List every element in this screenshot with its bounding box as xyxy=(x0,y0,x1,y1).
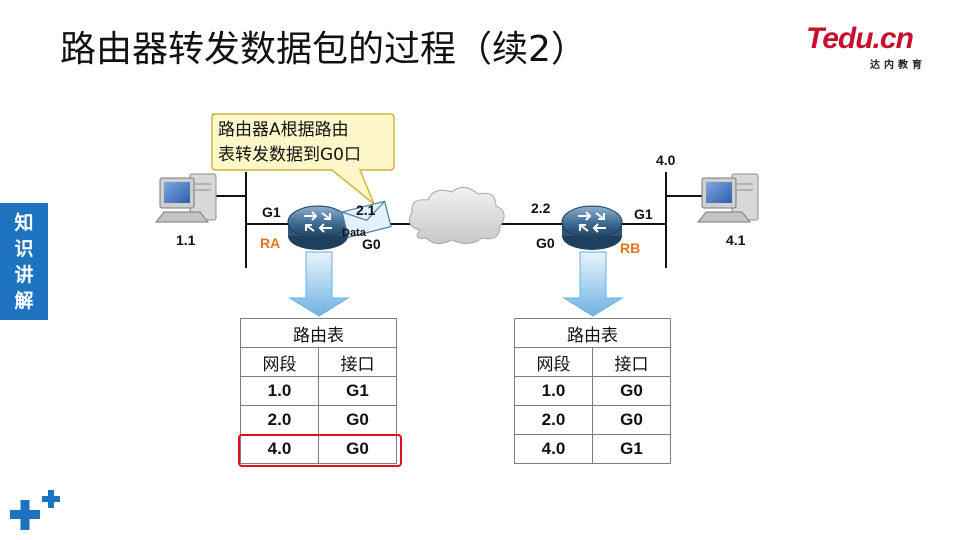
table-cell: 2.0 xyxy=(514,405,593,435)
host-left-ip: 1.1 xyxy=(176,232,196,248)
routing-table-rb: 路由表 网段 接口 1.0 G0 2.0 G0 4.0 G1 xyxy=(514,318,671,464)
envelope-icon xyxy=(341,200,392,238)
side-tab-char: 知 xyxy=(14,211,34,234)
rb-ip-label: 2.2 xyxy=(531,200,551,216)
table-cell: 1.0 xyxy=(240,376,319,406)
computer-icon xyxy=(696,173,759,223)
computer-icon xyxy=(154,173,217,223)
table-row: 4.0 G1 xyxy=(514,434,671,464)
table-caption-row: 路由表 xyxy=(240,318,397,348)
column-header: 接口 xyxy=(318,347,397,377)
routing-table-ra: 路由表 网段 接口 1.0 G1 2.0 G0 4.0 G0 xyxy=(240,318,397,464)
table-row: 1.0 G1 xyxy=(240,376,397,406)
table-cell: G0 xyxy=(592,405,671,435)
highlighted-route-row xyxy=(238,434,402,467)
side-tab-char: 讲 xyxy=(14,263,34,286)
cloud-icon xyxy=(408,187,505,244)
ra-g1-label: G1 xyxy=(262,204,281,220)
table-cell: 1.0 xyxy=(514,376,593,406)
table-cell: G1 xyxy=(592,434,671,464)
column-header: 网段 xyxy=(514,347,593,377)
table-cell: G1 xyxy=(318,376,397,406)
table-cell: 4.0 xyxy=(240,434,319,464)
table-caption: 路由表 xyxy=(240,318,397,348)
table-row: 2.0 G0 xyxy=(240,405,397,435)
host-right-ip: 4.1 xyxy=(726,232,746,248)
table-header-row: 网段 接口 xyxy=(240,347,397,377)
side-tab-char: 识 xyxy=(14,237,34,260)
packet-label: Data xyxy=(342,227,366,239)
rb-name-label: RB xyxy=(620,240,641,256)
callout-text: 路由器A根据路由 表转发数据到G0口 xyxy=(218,118,388,168)
table-row: 1.0 G0 xyxy=(514,376,671,406)
column-header: 接口 xyxy=(592,347,671,377)
callout-line: 表转发数据到G0口 xyxy=(218,145,361,165)
router-icon xyxy=(561,205,623,250)
table-cell: 2.0 xyxy=(240,405,319,435)
table-header-row: 网段 接口 xyxy=(514,347,671,377)
table-cell: G0 xyxy=(318,405,397,435)
table-caption: 路由表 xyxy=(514,318,671,348)
column-header: 网段 xyxy=(240,347,319,377)
page-title: 路由器转发数据包的过程（续2） xyxy=(60,29,587,70)
router-icon xyxy=(287,205,349,250)
table-cell: G0 xyxy=(592,376,671,406)
logo-sub-text: 达内教育 xyxy=(870,60,926,71)
logo-main-text: Tedu.cn xyxy=(806,22,914,55)
table-caption-row: 路由表 xyxy=(514,318,671,348)
ra-name-label: RA xyxy=(260,235,281,251)
tedu-logo: Tedu.cn 达内教育 xyxy=(806,22,936,71)
plus-icon xyxy=(10,490,60,530)
table-cell: 4.0 xyxy=(514,434,593,464)
down-arrow-icon xyxy=(562,251,624,317)
down-arrow-icon xyxy=(288,251,350,317)
table-row: 4.0 G0 xyxy=(240,434,397,464)
ra-g0-label: G0 xyxy=(362,236,381,252)
table-row: 2.0 G0 xyxy=(514,405,671,435)
side-tab-char: 解 xyxy=(14,289,34,312)
callout-line: 路由器A根据路由 xyxy=(218,120,349,140)
side-tab-knowledge: 知 识 讲 解 xyxy=(0,203,48,320)
rb-g0-label: G0 xyxy=(536,235,555,251)
network-right-label: 4.0 xyxy=(656,152,676,168)
rb-g1-label: G1 xyxy=(634,206,653,222)
ra-ip-label: 2.1 xyxy=(356,202,376,218)
